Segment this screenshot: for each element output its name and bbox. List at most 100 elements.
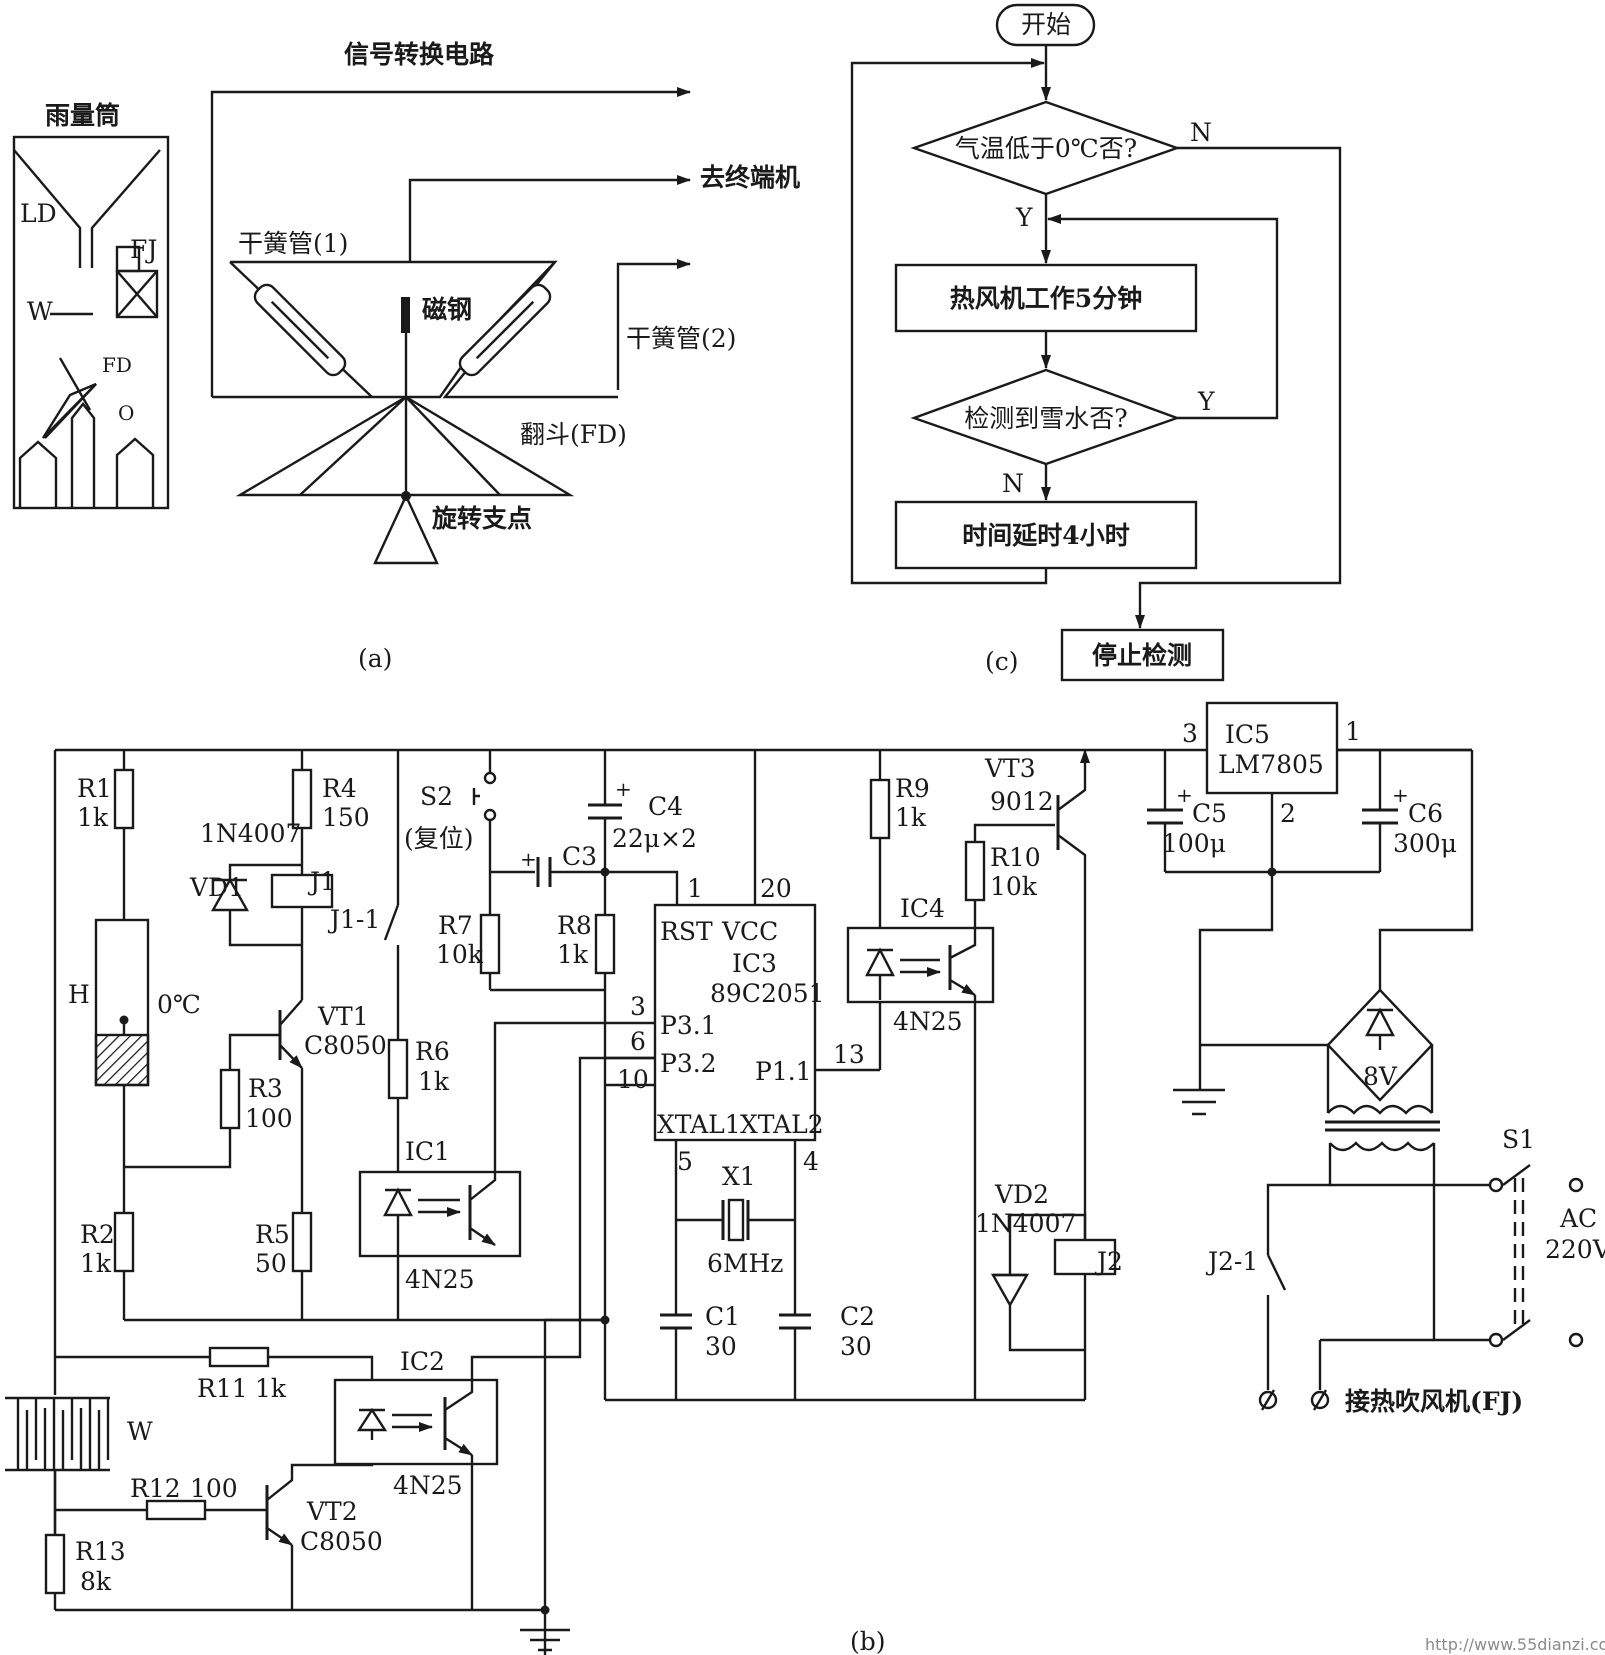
reset-label: (复位) — [404, 824, 474, 853]
r13-label: R13 — [75, 1537, 126, 1566]
r2 — [113, 1211, 135, 1273]
r13-value: 8k — [80, 1567, 112, 1596]
magnet — [401, 297, 410, 333]
o-label: O — [118, 401, 134, 425]
r10-label: R10 — [990, 843, 1041, 872]
reed2-label: 干簧管(2) — [626, 324, 736, 353]
flow-y2: Y — [1197, 387, 1215, 416]
rain-gauge-label: 雨量筒 — [45, 101, 120, 130]
ac-terminal-top[interactable] — [1568, 1177, 1584, 1193]
ic3-vcc-label: VCC — [721, 917, 778, 946]
ic4-label: IC4 — [900, 894, 945, 923]
s2-switch-bottom[interactable] — [483, 808, 497, 822]
vd2-label: VD2 — [994, 1180, 1049, 1209]
vd2-value: 1N4007 — [975, 1209, 1076, 1238]
h-label: H — [68, 980, 90, 1009]
r8-label: R8 — [557, 911, 592, 940]
temp0-label: 0℃ — [157, 990, 201, 1019]
vt1-label: VT1 — [317, 1002, 369, 1031]
flow-n2: N — [1002, 469, 1024, 498]
ac-value: 220V — [1545, 1235, 1605, 1264]
rain-gauge-box — [12, 135, 170, 510]
p31-label: P3.1 — [660, 1011, 717, 1040]
w-label: W — [27, 297, 53, 326]
c4-plus: + — [615, 777, 632, 801]
flow-decision-temp-label: 气温低于0℃否? — [955, 134, 1137, 163]
ic3-rst-label: RST — [660, 917, 713, 946]
caption-c: (c) — [985, 647, 1019, 676]
ac-terminal-bottom[interactable] — [1568, 1332, 1584, 1348]
r9-label: R9 — [895, 774, 930, 803]
vt2-value: C8050 — [300, 1527, 383, 1556]
s2-label: S2 — [420, 782, 453, 811]
fj-label: FJ — [130, 235, 157, 264]
c1-label: C1 — [705, 1302, 740, 1331]
fan-terminal-1[interactable] — [1258, 1390, 1278, 1410]
to-terminal-label: 去终端机 — [700, 163, 800, 192]
ic4-optocoupler — [846, 926, 995, 1004]
signal-circuit-label: 信号转换电路 — [344, 40, 495, 69]
caption-a: (a) — [358, 644, 392, 673]
pivot-triangle — [373, 493, 439, 565]
r12 — [145, 1499, 207, 1521]
ic5-label: IC5 — [1225, 720, 1270, 749]
p11-label: P1.1 — [755, 1057, 812, 1086]
pin10-label: 10 — [617, 1065, 649, 1094]
diode1-label: 1N4007 — [200, 819, 301, 848]
crystal-x1 — [727, 1198, 745, 1242]
ic5-value: LM7805 — [1218, 750, 1324, 779]
r1-label: R1 — [77, 774, 112, 803]
relay-j1 — [270, 873, 334, 909]
c4-value: 22μ×2 — [612, 824, 697, 853]
c5-label: C5 — [1192, 799, 1227, 828]
r4-label: R4 — [322, 774, 357, 803]
vd2 — [990, 1273, 1030, 1308]
vt1-value: C8050 — [304, 1031, 387, 1060]
flow-y1: Y — [1015, 203, 1033, 232]
c3-plus: + — [520, 847, 537, 871]
r5-label: R5 — [255, 1220, 290, 1249]
s1-contact-top[interactable] — [1488, 1177, 1504, 1193]
s1-contact-bottom[interactable] — [1488, 1332, 1504, 1348]
r4-value: 150 — [322, 803, 370, 832]
funnel-ld — [13, 149, 161, 268]
watermark: http://www.55dianzi.com — [1425, 1635, 1605, 1654]
reed2-output-arrow — [616, 259, 691, 390]
pin3-label: 3 — [630, 992, 646, 1021]
transformer-secondary — [1327, 1104, 1433, 1115]
flow-start-label: 开始 — [1021, 10, 1071, 39]
ld-label: LD — [20, 199, 57, 228]
s1-switch[interactable] — [1502, 1164, 1531, 1186]
r3-value: 100 — [245, 1104, 293, 1133]
c5-value: 100μ — [1162, 829, 1226, 858]
r12-value: 100 — [190, 1474, 238, 1503]
c5-plus: + — [1176, 783, 1193, 807]
r9-value: 1k — [895, 803, 927, 832]
p32-label: P3.2 — [660, 1049, 717, 1078]
r2-label: R2 — [80, 1220, 115, 1249]
s2-switch-top[interactable] — [483, 771, 497, 785]
flow-n1: N — [1190, 118, 1212, 147]
xtal2-label: XTAL2 — [740, 1110, 824, 1139]
r7 — [479, 913, 501, 975]
ic5-pin1: 1 — [1345, 717, 1361, 746]
r8-value: 1k — [557, 940, 589, 969]
vt2-label: VT2 — [306, 1497, 358, 1526]
bucket-label: 翻斗(FD) — [520, 420, 627, 449]
ic2-value: 4N25 — [393, 1471, 463, 1500]
ic3-value: 89C2051 — [710, 979, 825, 1008]
to-terminal-arrow — [408, 175, 691, 262]
ic1-optocoupler — [358, 1170, 522, 1258]
c2-label: C2 — [840, 1302, 875, 1331]
fj-heater-box — [115, 269, 159, 319]
vt3-value: 9012 — [990, 787, 1054, 816]
pin5-label: 5 — [677, 1147, 693, 1176]
pin13-label: 13 — [833, 1040, 865, 1069]
pin4-label: 4 — [803, 1147, 819, 1176]
fan-terminal-2[interactable] — [1310, 1390, 1330, 1410]
r1-value: 1k — [77, 803, 109, 832]
xtal1-label: XTAL1 — [657, 1110, 741, 1139]
pin1-label: 1 — [687, 874, 703, 903]
r8 — [594, 913, 616, 975]
